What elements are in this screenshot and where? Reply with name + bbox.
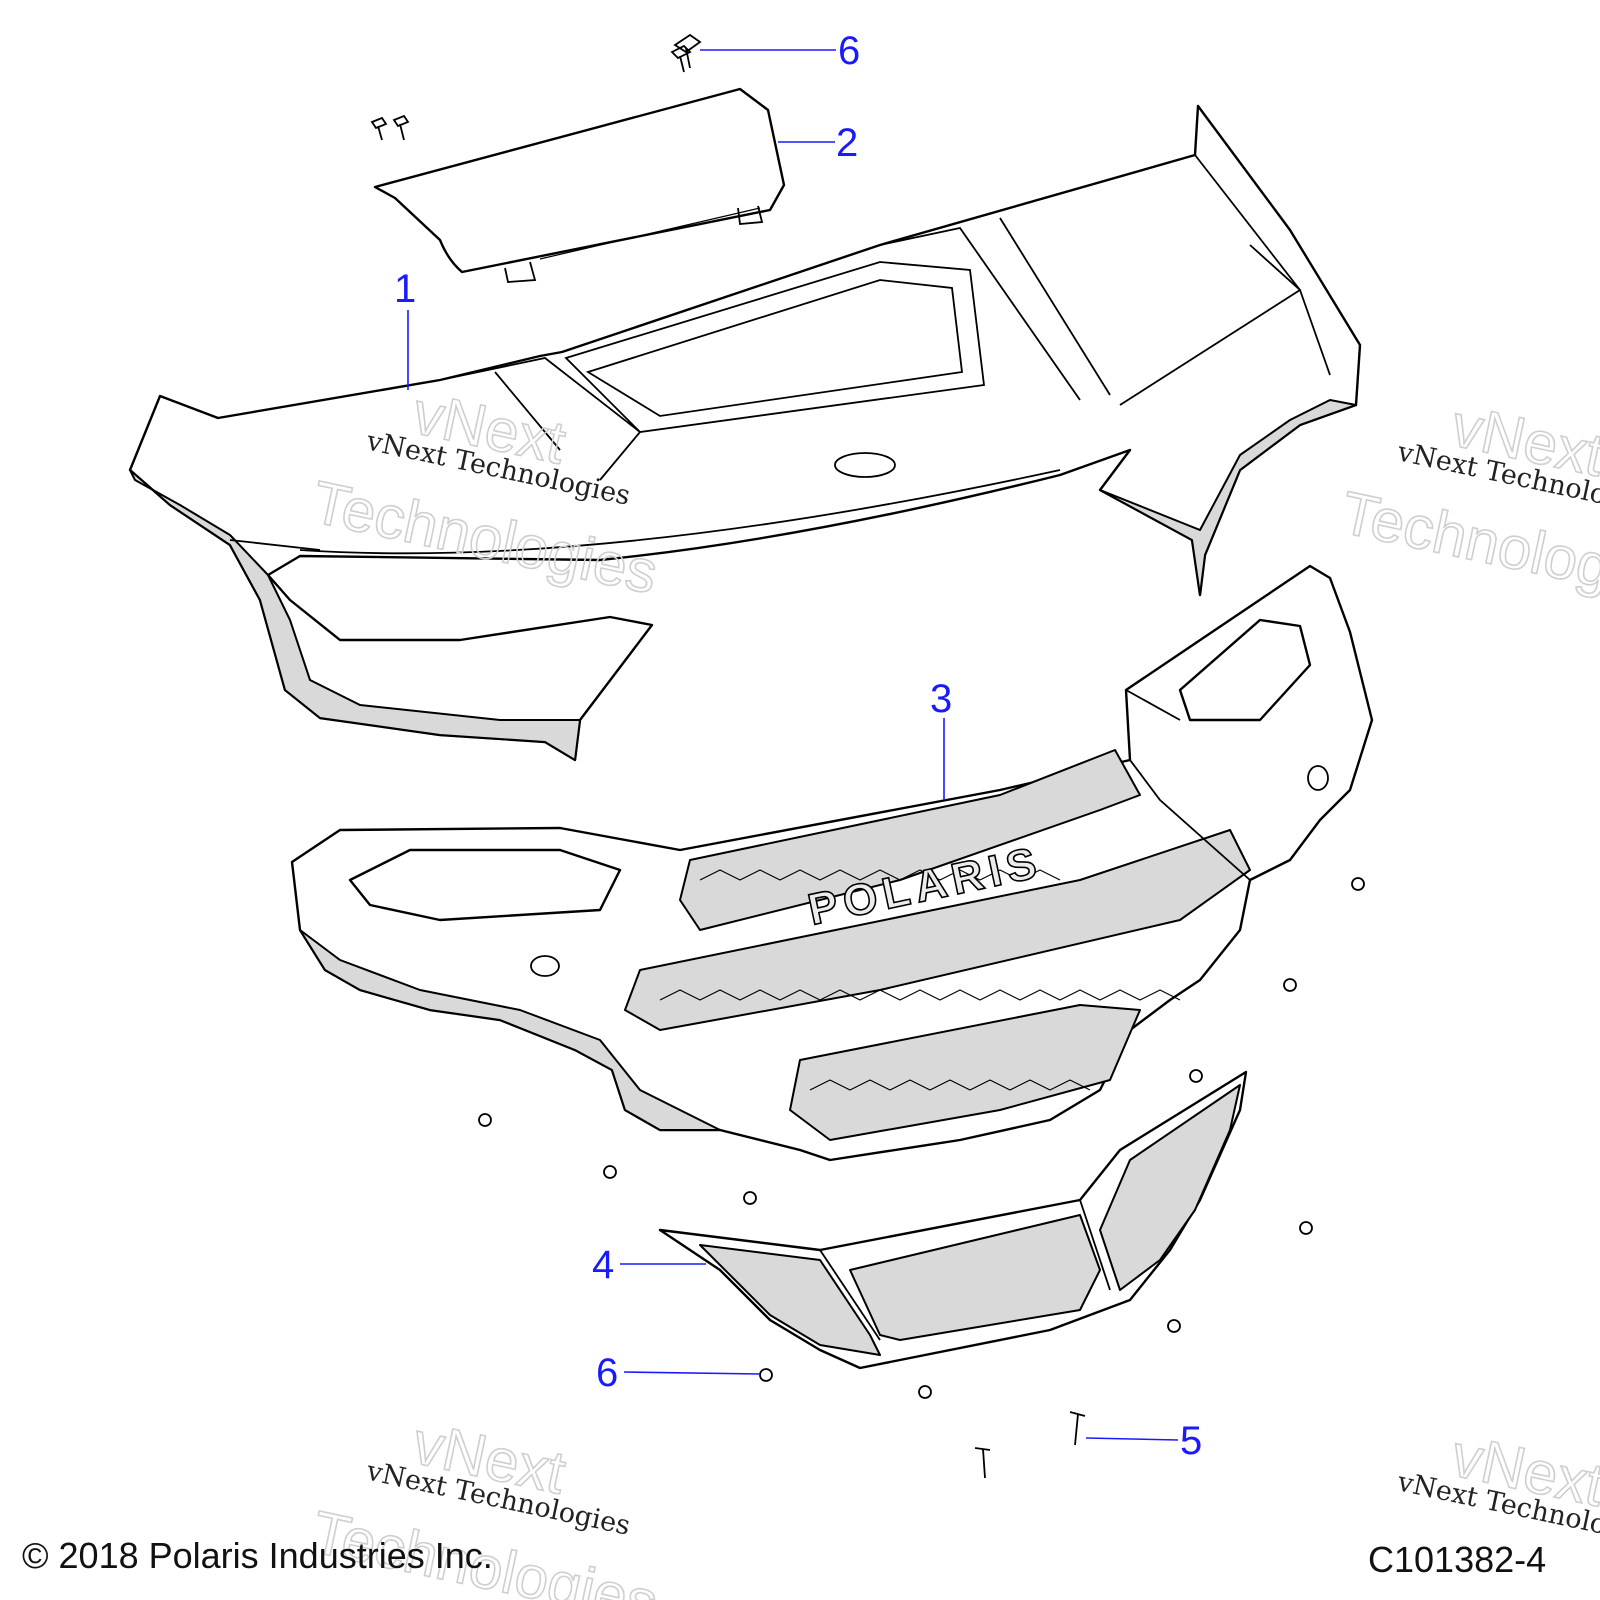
callout-1-group: 1 [394,267,416,390]
rivet-set [478,877,1365,1399]
fastener-pair-upper-left [370,114,410,141]
callout-2: 2 [836,121,858,165]
callout-6-top: 6 [838,29,860,73]
part-2-access-cover [373,87,786,283]
callout-6-bottom-group: 6 [596,1351,761,1395]
callout-5: 5 [1180,1419,1202,1463]
fastener-6-top-a [673,33,702,69]
copyright-text: © 2018 Polaris Industries Inc. [22,1535,493,1576]
callout-3: 3 [930,677,952,721]
watermark-upper-right: vNext Technologies vNext Technologies [1335,391,1600,618]
callout-2-group: 2 [778,121,858,165]
callout-1: 1 [394,267,416,311]
part-1-hood [128,104,1362,762]
callout-6-top-group: 6 [700,29,860,73]
figure-id: C101382-4 [1368,1539,1546,1580]
callout-3-group: 3 [930,677,952,800]
screw-5-a [1069,1411,1086,1446]
callout-4: 4 [592,1243,614,1287]
part-4-skid-plate [658,1070,1248,1370]
callout-6-bottom: 6 [596,1351,618,1395]
callout-4-group: 4 [592,1243,706,1287]
screw-5-b [974,1447,991,1479]
fastener-6-top-b [670,44,692,73]
part-3-grille-bumper: POLARIS [290,564,1374,1162]
fasteners [370,33,1365,1479]
callout-5-group: 5 [1085,1419,1202,1463]
watermark-lower-right: vNext vNext Technologies [1394,1421,1600,1553]
